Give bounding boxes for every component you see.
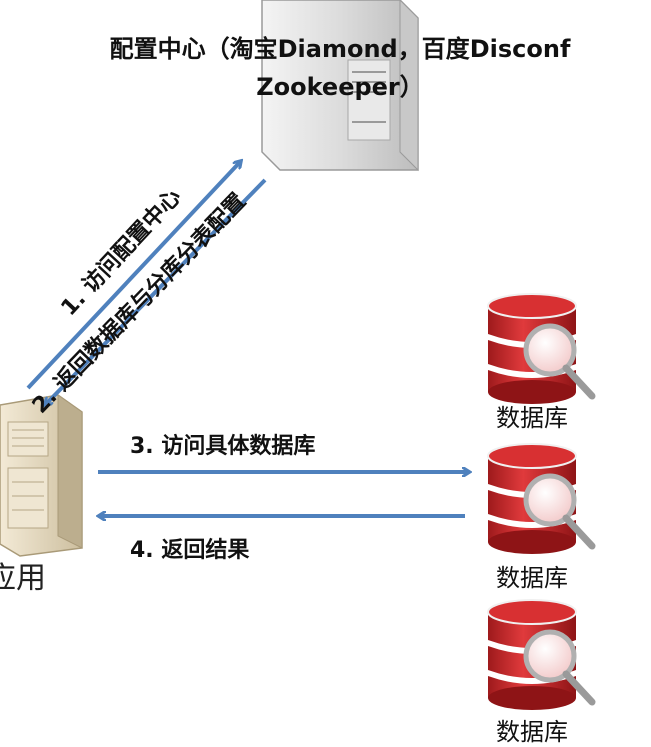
config-center-label-line1: 配置中心（淘宝Diamond，百度Disconf xyxy=(109,35,571,63)
database-label: 数据库 xyxy=(496,564,568,592)
app-server-icon xyxy=(0,394,83,557)
arrow-step2 xyxy=(46,178,267,404)
step3-label: 3. 访问具体数据库 xyxy=(130,434,316,459)
arrow-step1 xyxy=(26,162,240,390)
config-center-label: 配置中心（淘宝Diamond，百度Disconf Zookeeper） xyxy=(60,30,620,106)
database-icon xyxy=(487,293,596,404)
database-label: 数据库 xyxy=(496,718,568,746)
config-server-icon xyxy=(261,0,419,172)
database-icon xyxy=(487,443,596,554)
step4-label: 4. 返回结果 xyxy=(130,538,250,563)
database-icon xyxy=(487,599,596,710)
app-label: 应用 xyxy=(0,561,46,596)
config-center-label-line2: Zookeeper） xyxy=(256,73,424,101)
database-label: 数据库 xyxy=(496,404,568,432)
